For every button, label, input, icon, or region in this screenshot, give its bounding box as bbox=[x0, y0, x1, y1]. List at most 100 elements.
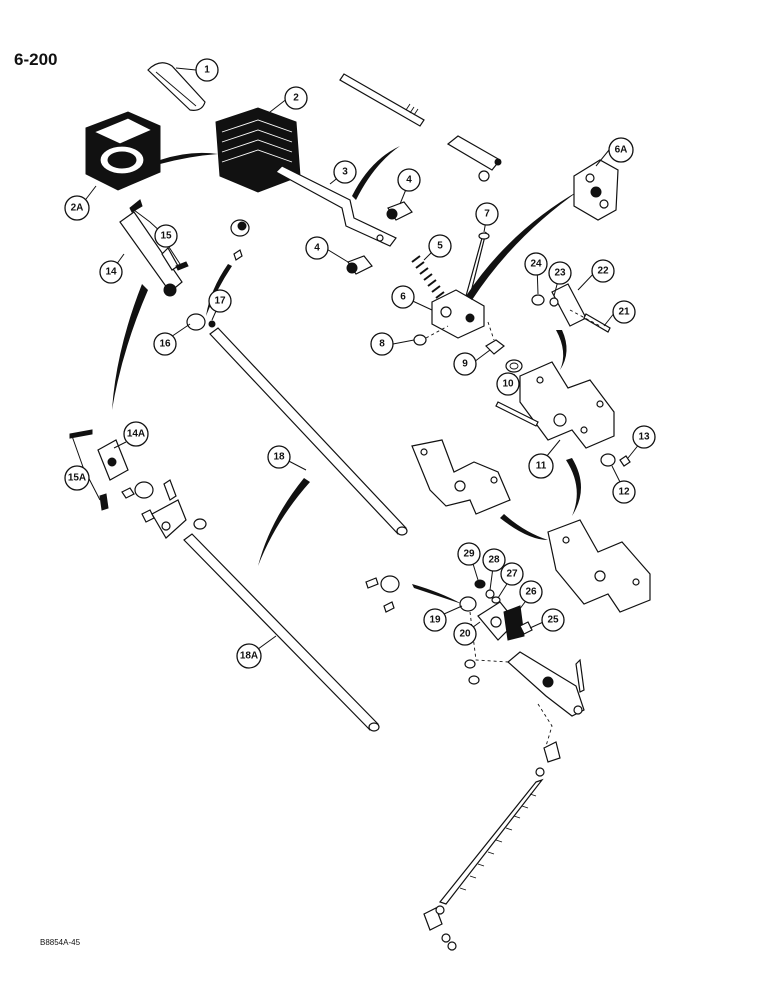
svg-text:3: 3 bbox=[342, 167, 348, 178]
callout-1: 1 bbox=[195, 58, 219, 82]
svg-text:11: 11 bbox=[536, 461, 547, 472]
svg-text:14: 14 bbox=[105, 267, 117, 278]
part-screw-11 bbox=[495, 401, 539, 427]
part-nut-lower bbox=[193, 518, 207, 530]
part-nut-25 bbox=[519, 621, 533, 635]
part-clevis-top bbox=[446, 135, 502, 182]
part-bushing-upper bbox=[386, 201, 413, 221]
callout-9: 9 bbox=[453, 352, 477, 376]
part-washer-28 bbox=[485, 589, 495, 599]
svg-text:15: 15 bbox=[160, 231, 172, 242]
callout-3: 3 bbox=[333, 160, 357, 184]
svg-text:24: 24 bbox=[530, 259, 542, 270]
part-nut-8 bbox=[413, 334, 427, 346]
callout-21: 21 bbox=[612, 300, 636, 324]
part-nut-24 bbox=[531, 294, 545, 306]
svg-text:6: 6 bbox=[400, 292, 406, 303]
callout-22: 22 bbox=[591, 259, 615, 283]
figure-reference: B8854A-45 bbox=[40, 938, 81, 947]
callout-13: 13 bbox=[632, 425, 656, 449]
callout-14: 14 bbox=[99, 260, 123, 284]
part-linkage-14 bbox=[119, 199, 183, 297]
svg-text:28: 28 bbox=[488, 555, 500, 566]
swoosh-11-bracket bbox=[566, 458, 581, 516]
swoosh-14-14a bbox=[112, 284, 148, 410]
part-shaft-18 bbox=[209, 327, 408, 536]
callout-10: 10 bbox=[496, 372, 520, 396]
callout-27: 27 bbox=[500, 562, 524, 586]
part-nut-9 bbox=[485, 339, 505, 355]
svg-text:26: 26 bbox=[525, 587, 537, 598]
swoosh-brackets bbox=[500, 514, 548, 540]
callout-25: 25 bbox=[541, 608, 565, 632]
swoosh-19 bbox=[412, 584, 462, 604]
part-pin-15a-upper bbox=[69, 429, 93, 439]
part-washer-23 bbox=[549, 297, 559, 307]
part-setscrew-13 bbox=[619, 455, 631, 467]
part-ball-joint-lower bbox=[423, 905, 457, 951]
callout-18: 18 bbox=[267, 445, 291, 469]
callout-15a: 15A bbox=[64, 465, 90, 491]
swoosh-18-18a bbox=[258, 478, 310, 566]
part-nut-lower-b bbox=[468, 675, 480, 685]
callout-11: 11 bbox=[528, 453, 554, 479]
part-bushing-lower bbox=[346, 255, 373, 275]
callout-28: 28 bbox=[482, 548, 506, 572]
part-bellows-boot bbox=[215, 107, 301, 193]
svg-text:19: 19 bbox=[429, 615, 441, 626]
svg-text:29: 29 bbox=[463, 549, 475, 560]
callout-17: 17 bbox=[208, 289, 232, 313]
callout-29: 29 bbox=[457, 542, 481, 566]
part-tie-rod bbox=[438, 778, 544, 905]
part-shaft-18a bbox=[183, 533, 380, 732]
callout-23: 23 bbox=[548, 261, 572, 285]
callout-18a: 18A bbox=[236, 643, 262, 669]
part-washer-27 bbox=[491, 596, 501, 604]
svg-text:14A: 14A bbox=[127, 429, 145, 440]
part-setscrew-17 bbox=[208, 320, 216, 328]
callout-24: 24 bbox=[524, 252, 548, 276]
svg-text:4: 4 bbox=[314, 243, 320, 254]
swoosh-6-6a bbox=[466, 190, 580, 300]
part-pin-15 bbox=[175, 261, 189, 271]
part-washer-10 bbox=[505, 359, 523, 373]
part-bracket-left bbox=[411, 439, 511, 515]
callout-6a: 6A bbox=[608, 137, 634, 163]
svg-text:25: 25 bbox=[547, 615, 559, 626]
callout-2: 2 bbox=[284, 86, 308, 110]
svg-text:13: 13 bbox=[638, 432, 650, 443]
part-bolt-lower bbox=[163, 479, 177, 501]
svg-text:22: 22 bbox=[597, 266, 609, 277]
svg-text:27: 27 bbox=[506, 569, 518, 580]
svg-text:23: 23 bbox=[554, 268, 566, 279]
callout-15: 15 bbox=[154, 224, 178, 248]
svg-text:15A: 15A bbox=[68, 473, 86, 484]
callout-4-lower: 4 bbox=[305, 236, 329, 260]
part-bushing-top bbox=[230, 219, 250, 261]
svg-text:2A: 2A bbox=[71, 203, 84, 214]
svg-text:17: 17 bbox=[214, 296, 226, 307]
part-setscrew-lower bbox=[141, 509, 155, 523]
callout-2a: 2A bbox=[64, 195, 90, 221]
part-mounting-bracket-11 bbox=[519, 361, 615, 449]
callout-19: 19 bbox=[423, 608, 447, 632]
part-bolt-7 bbox=[465, 231, 490, 297]
svg-text:5: 5 bbox=[437, 241, 443, 252]
part-threaded-stud bbox=[575, 658, 585, 693]
part-shift-lever bbox=[275, 165, 397, 247]
part-bushing-19a bbox=[380, 575, 400, 593]
part-bushing-16 bbox=[186, 313, 206, 331]
svg-text:2: 2 bbox=[293, 93, 299, 104]
part-bushing-12 bbox=[600, 453, 616, 467]
part-setscrew-19a bbox=[365, 577, 379, 589]
svg-text:16: 16 bbox=[159, 339, 171, 350]
callout-12: 12 bbox=[612, 480, 636, 504]
svg-text:18: 18 bbox=[273, 452, 285, 463]
swoosh-16 bbox=[206, 264, 232, 316]
part-mounting-plate-6a bbox=[573, 159, 619, 221]
part-nut-lower-a bbox=[464, 659, 476, 669]
part-screw-21 bbox=[583, 313, 611, 333]
part-bracket-right bbox=[547, 519, 651, 613]
part-setscrew-19b bbox=[383, 601, 395, 613]
